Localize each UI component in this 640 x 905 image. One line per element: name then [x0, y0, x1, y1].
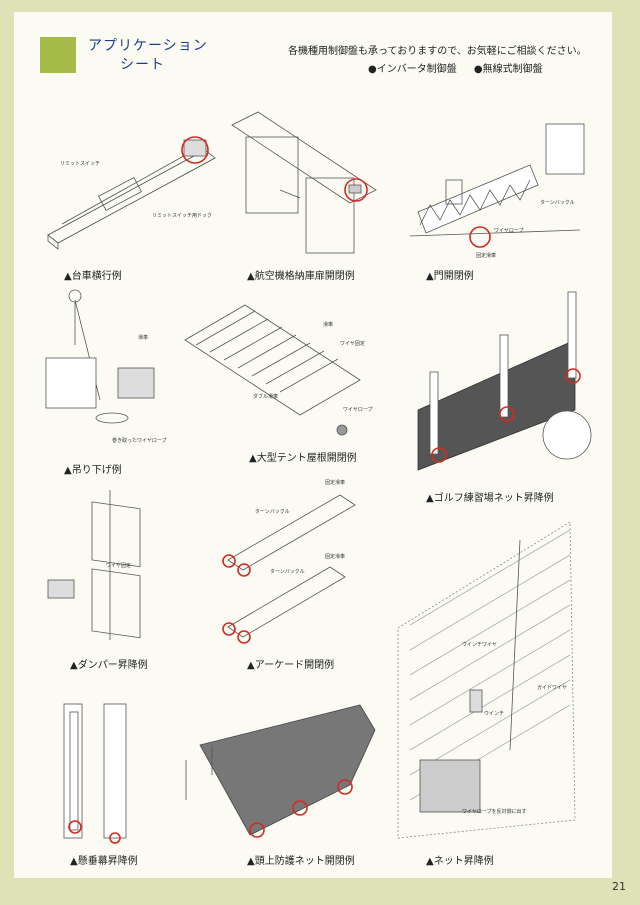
illustration-damper [47, 490, 141, 640]
option-wireless: ●無線式制御盤 [473, 64, 543, 75]
label-turnbuckle-3: ターンバックル [270, 569, 305, 575]
option-inverter: ●インバータ制御盤 [368, 64, 457, 75]
label-wire-fold-out: ワイヤロープを反対側に出す [462, 809, 527, 815]
caption-hoisting: ▲吊り下げ例 [64, 465, 122, 476]
label-turnbuckle-2: ターンバックル [255, 509, 290, 515]
caption-gate: ▲門開閉例 [426, 271, 474, 282]
label-wire-rope: ワイヤロープ [494, 228, 524, 234]
label-limit-switch-dog: リミットスイッチ用ドック [152, 213, 213, 219]
label-wire-fixed: ワイヤ固定 [340, 341, 365, 347]
illustration-cart-traverse [47, 136, 216, 250]
label-double-pulley: ダブル滑車 [253, 394, 279, 400]
caption-golf-net: ▲ゴルフ練習場ネット昇降例 [426, 493, 554, 504]
illustration-net-lift [397, 521, 576, 839]
label-turnbuckle: ターンバックル [540, 200, 575, 206]
caption-arcade: ▲アーケード開閉例 [247, 660, 335, 671]
title-line-2: シート [120, 57, 165, 73]
label-wire-rope-2: ワイヤロープ [343, 407, 373, 413]
label-wire-fixed-2: ワイヤ固定 [106, 563, 131, 569]
label-pulley-2: 滑車 [323, 322, 334, 328]
label-rewound-wire: 巻き取ったワイヤロープ [112, 438, 167, 444]
label-winch-wire: ウインチワイヤ [462, 642, 497, 648]
label-fixed-pulley: 固定滑車 [476, 253, 497, 259]
page-title: アプリケーション シート [88, 37, 208, 75]
illustration-banner [63, 703, 127, 844]
illustration-overhead-net [185, 704, 376, 838]
caption-tent-roof: ▲大型テント屋根開閉例 [249, 453, 357, 464]
caption-overhead-net: ▲頭上防護ネット開閉例 [247, 856, 355, 867]
illustration-hoisting [45, 289, 155, 424]
caption-banner: ▲懸垂幕昇降例 [70, 856, 138, 867]
page-number: 21 [612, 880, 626, 893]
label-pulley: 滑車 [138, 335, 149, 341]
consultation-note: 各機種用制御盤も承っておりますので、お気軽にご相談ください。 [288, 46, 587, 57]
caption-damper: ▲ダンパー昇降例 [70, 660, 148, 671]
illustration-gate [409, 123, 585, 248]
label-fixed-pulley-2: 固定滑車 [325, 480, 346, 486]
label-fixed-pulley-3: 固定滑車 [325, 554, 346, 560]
illustration-arcade [222, 494, 356, 644]
illustration-tent-roof [184, 304, 361, 436]
caption-cart-traverse: ▲台車横行例 [64, 271, 122, 282]
illustration-golf-net [417, 291, 592, 471]
control-options: ●インバータ制御盤 ●無線式制御盤 [368, 60, 557, 75]
label-winch: ウインチ [484, 711, 505, 717]
illustration-hangar-door [231, 111, 377, 254]
label-guide-wire: ガイドワイヤ [537, 685, 567, 691]
section-marker [40, 37, 76, 73]
caption-net-lift: ▲ネット昇降例 [426, 856, 494, 867]
label-limit-switch: リミットスイッチ [60, 161, 101, 167]
title-line-1: アプリケーション [88, 38, 208, 54]
caption-hangar-door: ▲航空機格納庫扉開閉例 [247, 271, 355, 282]
